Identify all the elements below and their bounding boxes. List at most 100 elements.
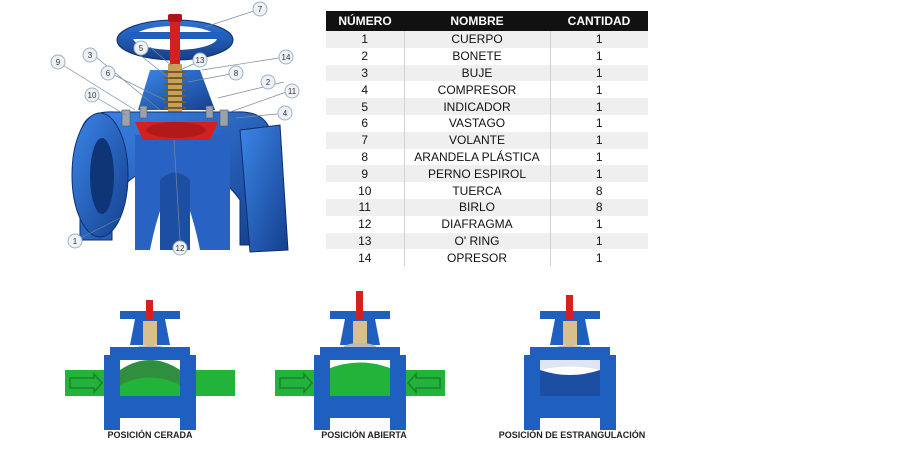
cell-number: 8 [326,148,404,166]
stem-indicator [168,14,182,64]
callout-11: 11 [284,83,300,99]
valve-closed-diagram [65,300,235,430]
callout-4: 4 [277,105,293,121]
callout-13: 13 [192,52,208,68]
cell-quantity: 1 [549,232,648,250]
svg-text:13: 13 [196,56,205,65]
col-header-name: NOMBRE [404,11,550,31]
cell-quantity: 1 [549,165,648,183]
cell-name: CUERPO [403,31,550,48]
svg-text:12: 12 [176,244,185,253]
svg-text:1: 1 [73,237,78,246]
callout-10: 10 [84,87,100,103]
cell-name: TUERCA [403,182,550,199]
cell-quantity: 1 [549,249,648,267]
cell-number: 3 [326,64,404,82]
callout-14: 14 [278,49,294,65]
svg-text:14: 14 [282,53,291,62]
cell-name: DIAFRAGMA [403,215,550,233]
svg-text:11: 11 [288,87,297,96]
cell-number: 11 [326,198,404,216]
cell-number: 2 [326,47,404,65]
table-header-row: NÚMERO NOMBRE CANTIDAD [326,11,648,31]
cell-quantity: 8 [549,182,648,199]
cell-quantity: 1 [549,215,648,233]
cell-number: 6 [326,114,404,132]
cell-name: INDICADOR [403,98,550,115]
callout-2: 2 [260,74,276,90]
col-header-number: NÚMERO [326,11,404,31]
cell-quantity: 1 [549,31,648,48]
cell-number: 9 [326,165,404,183]
callout-5: 5 [133,40,149,56]
svg-text:8: 8 [234,69,239,78]
callout-8: 8 [228,65,244,81]
svg-text:10: 10 [88,91,97,100]
callout-7: 7 [252,1,268,17]
svg-text:2: 2 [266,78,271,87]
callout-1: 1 [67,233,83,249]
svg-text:3: 3 [88,51,93,60]
callout-9: 9 [50,54,66,70]
valve-cutaway-illustration: 1 2 3 4 5 6 7 8 9 10 11 12 13 14 [50,1,300,256]
callout-6: 6 [100,65,116,81]
cell-number: 13 [326,232,404,250]
valve-open-diagram [275,291,445,430]
cell-name: ARANDELA PLÁSTICA [403,148,550,166]
cell-number: 12 [326,215,404,233]
caption-throttle-position: POSICIÓN DE ESTRANGULACIÓN [498,430,646,440]
cell-quantity: 1 [549,114,648,132]
caption-open-position: POSICIÓN ABIERTA [321,430,407,440]
right-flange [239,124,289,253]
cell-name: VASTAGO [403,114,550,132]
valve-throttle-diagram [524,295,616,430]
cell-number: 10 [326,182,404,199]
cell-name: BONETE [403,47,550,65]
col-header-quantity: CANTIDAD [550,11,648,31]
cell-number: 1 [326,31,404,48]
cell-quantity: 1 [549,98,648,115]
cell-quantity: 1 [549,64,648,82]
cell-number: 7 [326,131,404,149]
cell-quantity: 1 [549,81,648,99]
stem-spring [164,64,186,120]
svg-text:5: 5 [139,44,144,53]
cell-name: BUJE [403,64,550,82]
svg-text:9: 9 [56,58,61,67]
cell-name: BIRLO [403,198,550,216]
callout-12: 12 [172,240,188,256]
cell-name: OPRESOR [403,249,550,267]
callout-3: 3 [82,47,98,63]
cell-name: VOLANTE [403,131,550,149]
cell-quantity: 1 [549,47,648,65]
cell-number: 14 [326,249,404,267]
cell-number: 5 [326,98,404,115]
callout-markers: 1 2 3 4 5 6 7 8 9 10 11 12 13 14 [50,1,300,256]
cell-name: O' RING [403,232,550,250]
cell-name: COMPRESOR [403,81,550,99]
cell-quantity: 1 [549,148,648,166]
caption-closed-position: POSICIÓN CERADA [107,430,193,440]
cell-name: PERNO ESPIROL [403,165,550,183]
cell-quantity: 8 [549,198,648,216]
bolts [121,105,229,127]
cell-quantity: 1 [549,131,648,149]
svg-text:4: 4 [283,109,288,118]
svg-text:6: 6 [106,69,111,78]
cell-number: 4 [326,81,404,99]
